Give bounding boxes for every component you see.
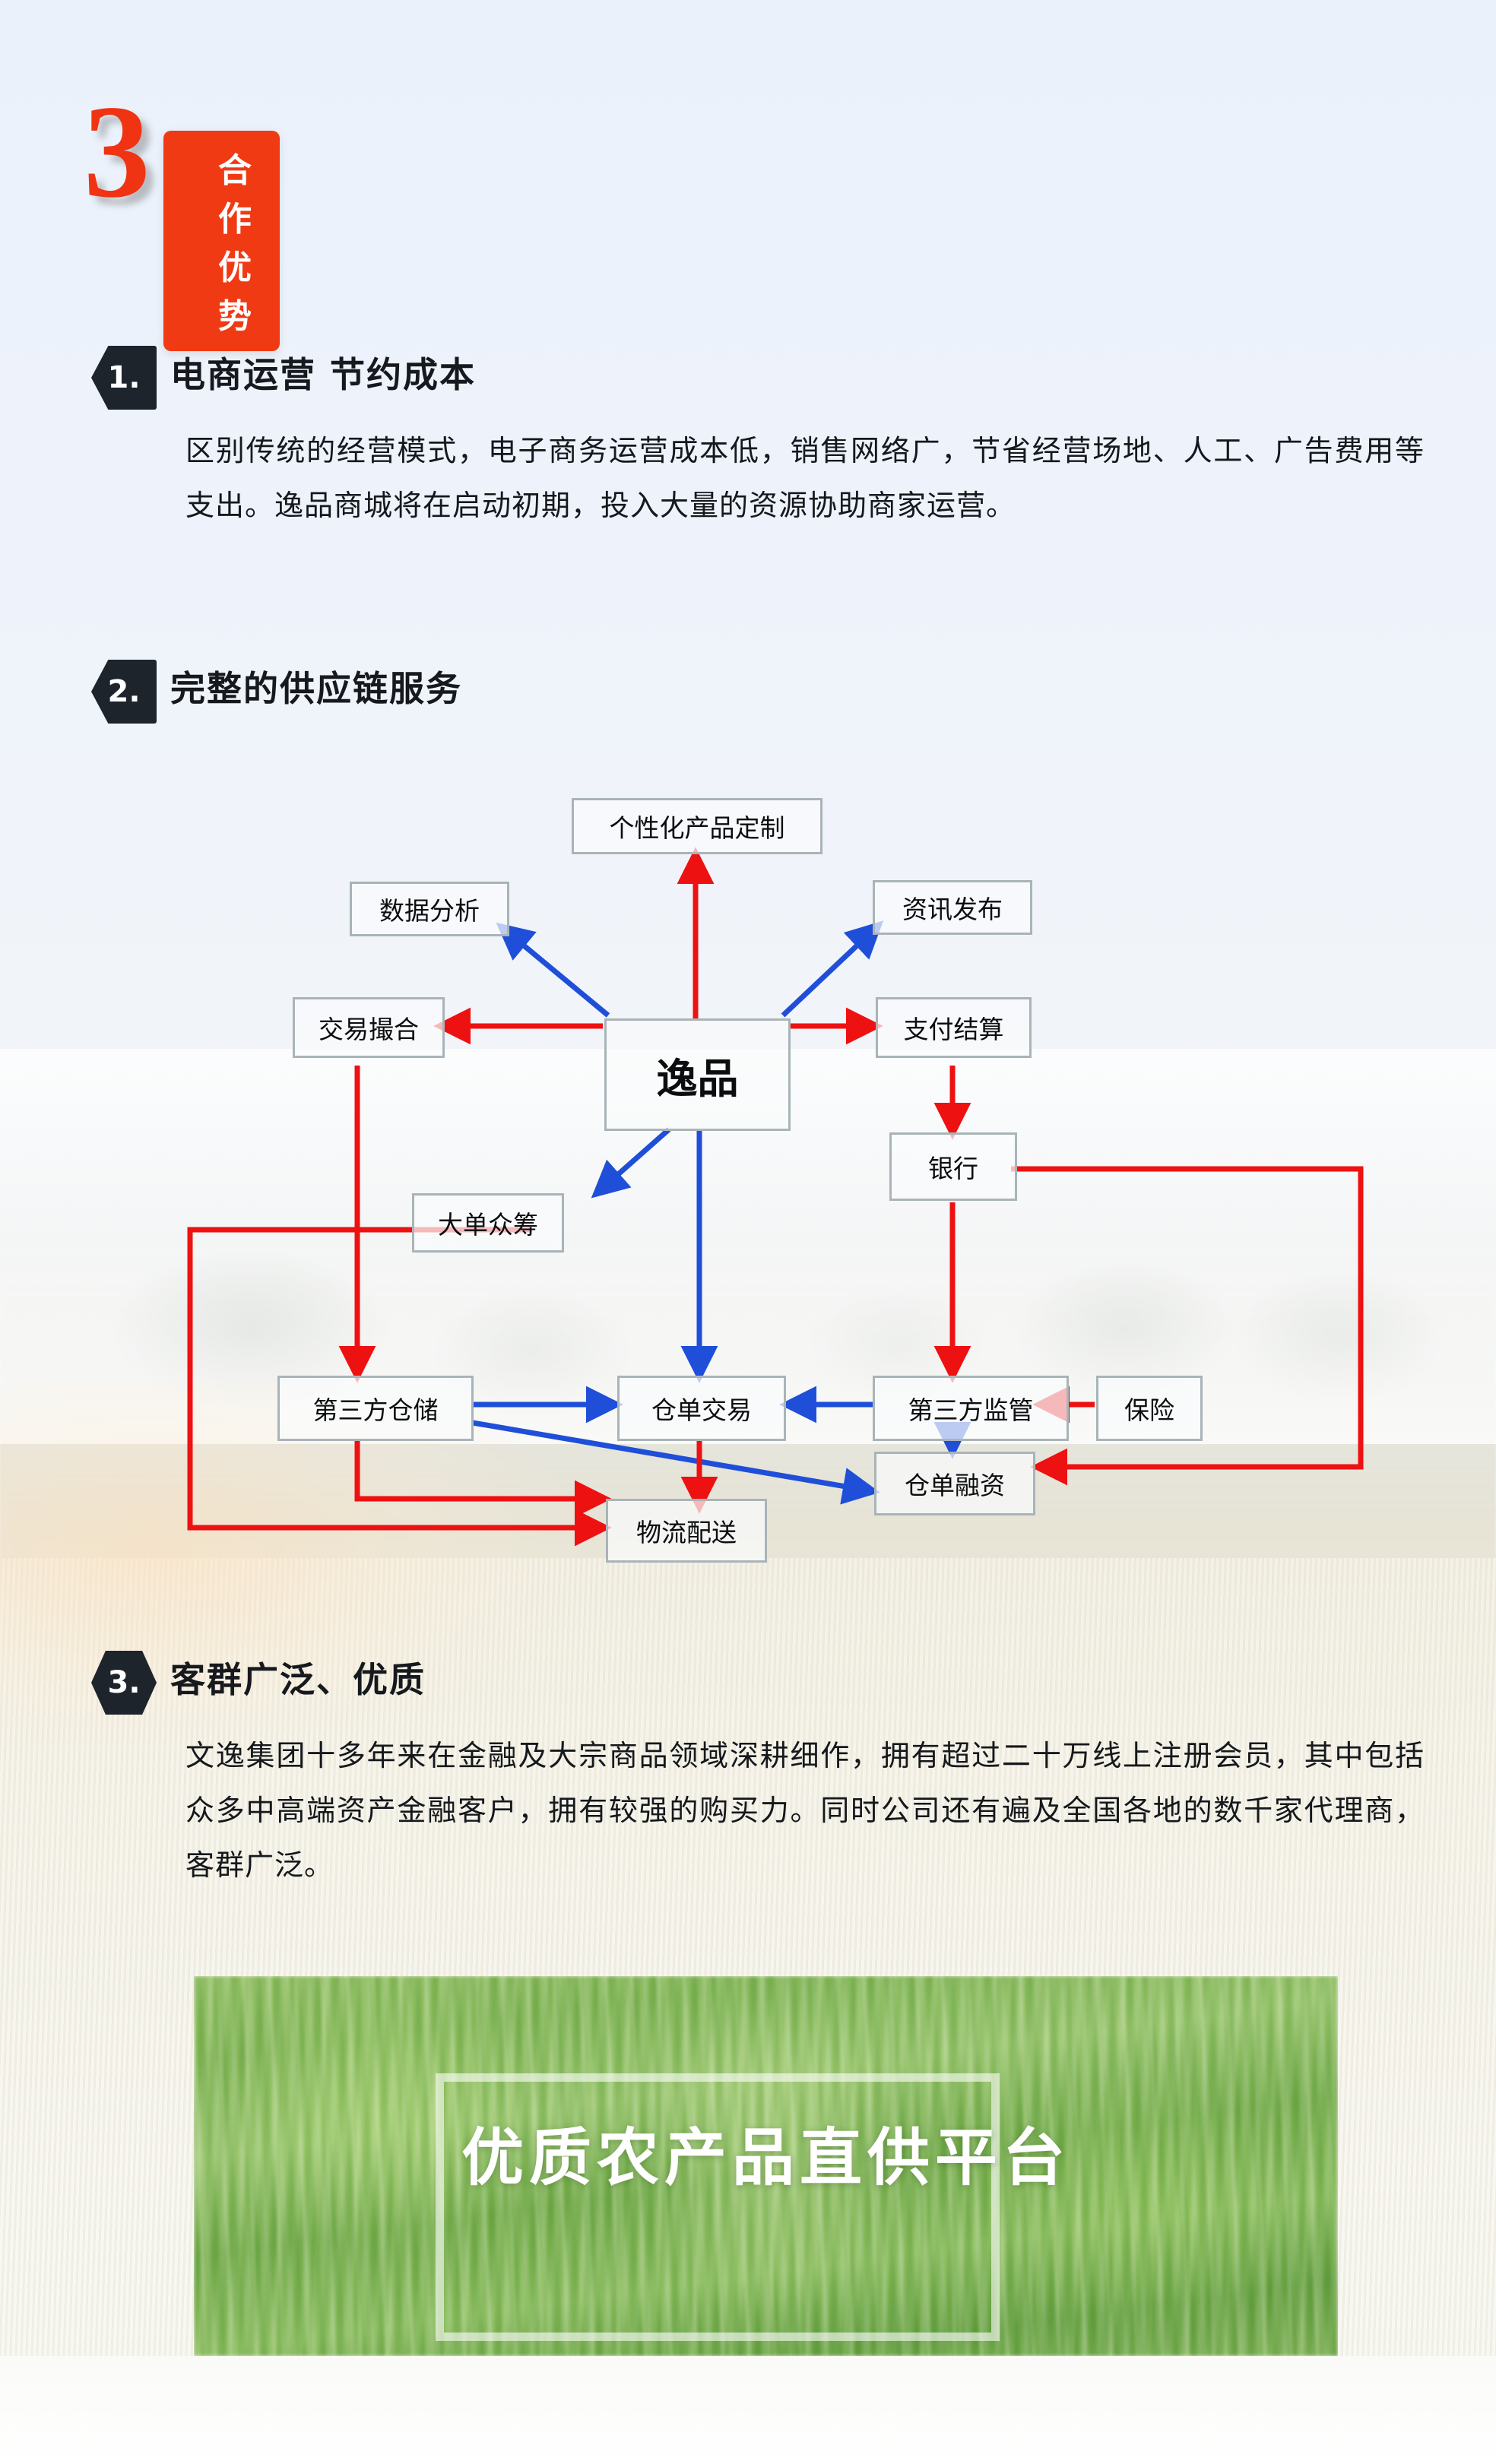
section-2-badge: 2. (91, 660, 157, 724)
node-label: 物流配送 (636, 1518, 737, 1547)
header-section-number: 3 (84, 78, 150, 225)
supply-chain-diagram: 逸品 个性化产品定制 数据分析 资讯发布 交易撮合 支付结算 大单众筹 银行 第… (0, 768, 1496, 1596)
diagram-node-analysis[interactable]: 数据分析 (350, 882, 509, 936)
diagram-connectors (187, 847, 1364, 1547)
section-1-title: 电商运营 节约成本 (170, 354, 477, 395)
diagram-node-center[interactable]: 逸品 (604, 1018, 791, 1131)
diagram-node-bank[interactable]: 银行 (889, 1132, 1017, 1201)
diagram-node-crowd[interactable]: 大单众筹 (412, 1193, 564, 1253)
diagram-node-storage[interactable]: 第三方仓储 (277, 1376, 474, 1441)
section-2: 2. 完整的供应链服务 (91, 660, 1399, 724)
header-title-pill: 合作优势 (163, 131, 280, 351)
banner-decorative-frame (436, 2073, 1000, 2341)
background-sun-glow (0, 1383, 593, 1763)
diagram-node-payment[interactable]: 支付结算 (876, 997, 1032, 1058)
page-title: 合作优势 (218, 151, 254, 336)
background-bottom-fade (0, 2356, 1496, 2464)
diagram-node-custom[interactable]: 个性化产品定制 (572, 798, 822, 854)
section-1-header: 1. 电商运营 节约成本 (91, 346, 1399, 410)
section-3-number: 3. (107, 1665, 141, 1700)
section-3-title: 客群广泛、优质 (170, 1659, 426, 1700)
diagram-node-supervise[interactable]: 第三方监管 (873, 1376, 1069, 1441)
section-3-body: 文逸集团十多年来在金融及大宗商品领域深耕细作，拥有超过二十万线上注册会员，其中包… (185, 1739, 1425, 1882)
node-label: 第三方监管 (908, 1395, 1034, 1425)
node-label: 个性化产品定制 (609, 813, 785, 843)
section-2-number: 2. (107, 674, 141, 709)
node-label: 第三方仓储 (312, 1395, 439, 1425)
section-1-number: 1. (107, 360, 141, 395)
section-3-header: 3. 客群广泛、优质 (91, 1651, 1399, 1715)
diagram-node-trade[interactable]: 仓单交易 (617, 1376, 786, 1441)
node-label: 仓单融资 (905, 1471, 1005, 1500)
section-3: 3. 客群广泛、优质 文逸集团十多年来在金融及大宗商品领域深耕细作，拥有超过二十… (91, 1651, 1424, 1892)
diagram-node-logistics[interactable]: 物流配送 (606, 1499, 767, 1563)
node-label: 数据分析 (379, 896, 480, 926)
node-label: 大单众筹 (438, 1210, 538, 1240)
section-2-header: 2. 完整的供应链服务 (91, 660, 1399, 724)
section-3-badge: 3. (91, 1651, 157, 1715)
node-label: 支付结算 (903, 1015, 1004, 1044)
section-1-badge: 1. (91, 346, 157, 410)
node-label: 仓单交易 (651, 1395, 752, 1425)
section-2-title: 完整的供应链服务 (170, 668, 462, 709)
node-label: 交易撮合 (319, 1015, 419, 1044)
section-1: 1. 电商运营 节约成本 区别传统的经营模式，电子商务运营成本低，销售网络广，节… (91, 346, 1424, 533)
wheat-field-photo (194, 1976, 1338, 2356)
diagram-node-news[interactable]: 资讯发布 (873, 880, 1032, 935)
section-1-body: 区别传统的经营模式，电子商务运营成本低，销售网络广，节省经营场地、人工、广告费用… (185, 434, 1425, 522)
diagram-node-finance[interactable]: 仓单融资 (874, 1452, 1035, 1515)
node-label: 逸品 (656, 1054, 739, 1103)
banner-headline: 优质农产品直供平台 (461, 2122, 1070, 2194)
node-label: 银行 (928, 1154, 978, 1183)
diagram-node-insure[interactable]: 保险 (1096, 1376, 1203, 1441)
diagram-node-match[interactable]: 交易撮合 (293, 997, 445, 1058)
bottom-banner: 优质农产品直供平台 (194, 1976, 1338, 2356)
node-label: 保险 (1124, 1395, 1174, 1425)
node-label: 资讯发布 (902, 895, 1003, 924)
